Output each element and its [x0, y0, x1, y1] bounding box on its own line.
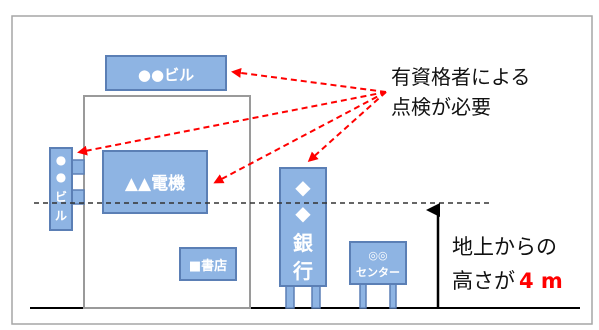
- bank-pole-sign: ◆ ◆ 銀 行: [279, 167, 327, 309]
- vertical-sign-char-4: ル: [55, 209, 67, 223]
- arrow-to-wall-sign: [213, 91, 387, 184]
- inspection-callout-line2: 点検が必要: [391, 95, 491, 119]
- bank-sign-char-4: 行: [292, 259, 313, 283]
- center-sign-bottom: センター: [356, 266, 400, 279]
- bank-sign-char-2: ◆: [295, 201, 311, 225]
- rooftop-sign-label: ●●ビル: [138, 66, 194, 84]
- inspection-callout-line1: 有資格者による: [391, 65, 530, 89]
- height-callout-prefix: 高さが: [452, 269, 515, 293]
- height-callout-value: 4 m: [519, 269, 563, 293]
- vertical-sign-char-1: ●: [56, 153, 66, 167]
- vertical-sign-left: ● ● ビ ル: [49, 147, 85, 231]
- bank-sign-char-1: ◆: [295, 175, 311, 199]
- wall-sign-label: ▲▲電機: [125, 173, 185, 194]
- arrow-to-bank-sign: [307, 91, 387, 163]
- rooftop-sign: ●●ビル: [105, 55, 227, 91]
- arrow-to-vertical-sign: [77, 91, 387, 156]
- vertical-sign-char-3: ビ: [55, 189, 67, 204]
- height-callout-line1: 地上からの: [452, 235, 557, 259]
- center-sign: ◎◎ センター: [349, 241, 407, 309]
- arrow-to-rooftop-sign: [231, 67, 387, 93]
- center-sign-top: ◎◎: [368, 249, 387, 262]
- bookstore-sign-label: ■書店: [189, 258, 227, 274]
- inspection-arrows: [77, 67, 387, 184]
- bank-sign-char-3: 銀: [293, 231, 313, 255]
- bookstore-sign: ■書店: [179, 247, 237, 281]
- vertical-sign-char-2: ●: [56, 170, 66, 184]
